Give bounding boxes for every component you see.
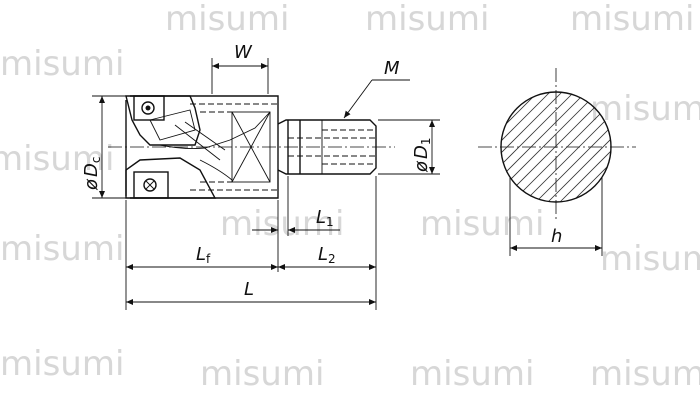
dim-Dc-label: øDc: [81, 157, 103, 192]
dim-L1-label: L1: [316, 207, 334, 229]
dim-h-label: h: [551, 226, 562, 247]
watermark-text: misumi: [0, 44, 124, 84]
insert-pocket-top: [125, 95, 201, 146]
watermark-text: misumi: [570, 0, 694, 39]
dim-W-label: W: [234, 42, 253, 63]
watermark-text: misumi: [0, 139, 114, 179]
dim-M-label: M: [384, 58, 400, 79]
watermark-text: misumi: [220, 204, 344, 244]
shank-section-circle: [500, 91, 612, 203]
insert-bottom: [133, 171, 169, 199]
watermark-text: misumi: [365, 0, 489, 39]
dim-L2-label: L2: [318, 244, 336, 266]
insert-top: [133, 95, 165, 121]
insert-pocket-bottom: [125, 157, 217, 199]
watermark-text: misumi: [420, 204, 544, 244]
dim-Lf-label: Lf: [196, 244, 211, 266]
watermark-text: misumi: [600, 239, 700, 279]
watermark-text: misumi: [410, 354, 534, 394]
watermark-text: misumi: [590, 354, 700, 394]
watermark-text: misumi: [590, 89, 700, 129]
insert-screw-bottom: [143, 178, 157, 192]
bore-square: [231, 111, 271, 183]
watermark-text: misumi: [0, 229, 124, 269]
dim-L-label: L: [244, 279, 254, 300]
watermark-text: misumi: [0, 344, 124, 384]
cutter-side-view: [108, 95, 395, 199]
dimensions: W M øDc øD1 L1 Lf L2 L: [81, 42, 440, 310]
dim-D1-label: øD1: [411, 137, 433, 173]
watermark-text: misumi: [200, 354, 324, 394]
insert-screw-top: [141, 101, 155, 115]
watermark-text: misumi: [165, 0, 289, 39]
